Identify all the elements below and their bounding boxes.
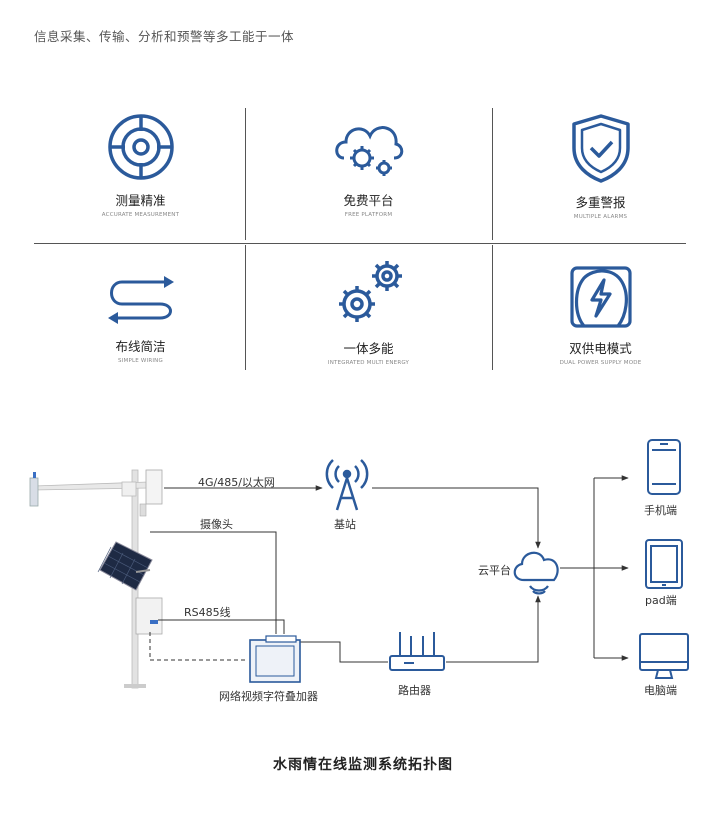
base-station-label: 基站 bbox=[334, 518, 356, 531]
topology-lines bbox=[29, 439, 689, 689]
topology-diagram: 4G/485/以太网 基站 摄像头 RS485线 网络视频字符叠加器 路由器 云… bbox=[0, 420, 726, 720]
target-icon bbox=[107, 114, 174, 180]
feature-title: 一体多能 bbox=[343, 341, 394, 356]
feature-platform: 免费平台 FREE PLATFORM bbox=[260, 112, 477, 218]
gears-icon bbox=[338, 261, 402, 322]
cloud-gears-icon bbox=[334, 126, 403, 176]
power-bolt-icon bbox=[569, 266, 632, 328]
cloud-label: 云平台 bbox=[478, 564, 511, 577]
feature-title: 免费平台 bbox=[343, 193, 394, 208]
grid-divider bbox=[245, 245, 246, 370]
feature-subtitle: FREE PLATFORM bbox=[344, 212, 393, 218]
camera-label: 摄像头 bbox=[200, 518, 233, 531]
feature-subtitle: MULTIPLE ALARMS bbox=[573, 214, 628, 220]
phone-label: 手机端 bbox=[644, 504, 677, 517]
diagram-caption: 水雨情在线监测系统拓扑图 bbox=[273, 757, 453, 773]
feature-subtitle: INTEGRATED MULTI ENERGY bbox=[327, 360, 410, 366]
feature-integrated: 一体多能 INTEGRATED MULTI ENERGY bbox=[260, 256, 477, 366]
grid-divider bbox=[245, 108, 246, 240]
grid-divider bbox=[492, 108, 493, 240]
monitoring-pole bbox=[29, 469, 163, 689]
pc-label: 电脑端 bbox=[644, 684, 677, 697]
link-4g-label: 4G/485/以太网 bbox=[198, 476, 275, 489]
pad-icon bbox=[645, 539, 683, 589]
shield-check-icon bbox=[571, 114, 630, 183]
base-station-icon bbox=[325, 459, 369, 511]
feature-dual-power: 双供电模式 DUAL POWER SUPPLY MODE bbox=[492, 264, 709, 366]
feature-grid: 测量精准 ACCURATE MEASUREMENT 免费平台 FREE PLAT… bbox=[34, 108, 686, 370]
overlay-label: 网络视频字符叠加器 bbox=[219, 690, 318, 703]
feature-title: 双供电模式 bbox=[569, 341, 632, 356]
rs485-label: RS485线 bbox=[184, 606, 231, 619]
router-label: 路由器 bbox=[398, 684, 431, 697]
feature-alarms: 多重警报 MULTIPLE ALARMS bbox=[492, 112, 709, 220]
wiring-arrows-icon bbox=[107, 276, 174, 324]
feature-subtitle: DUAL POWER SUPPLY MODE bbox=[559, 360, 642, 366]
feature-title: 多重警报 bbox=[575, 195, 626, 210]
grid-divider bbox=[492, 245, 493, 370]
overlay-device-icon bbox=[249, 635, 301, 683]
feature-subtitle: SIMPLE WIRING bbox=[118, 358, 163, 364]
pad-label: pad端 bbox=[645, 594, 677, 607]
pc-icon bbox=[639, 633, 689, 679]
grid-divider bbox=[34, 243, 686, 244]
feature-wiring: 布线简洁 SIMPLE WIRING bbox=[32, 268, 249, 364]
feature-title: 测量精准 bbox=[115, 193, 166, 208]
feature-subtitle: ACCURATE MEASUREMENT bbox=[101, 212, 180, 218]
cloud-icon bbox=[513, 551, 559, 595]
phone-icon bbox=[647, 439, 681, 495]
intro-text: 信息采集、传输、分析和预警等多工能于一体 bbox=[34, 29, 295, 44]
feature-title: 布线简洁 bbox=[115, 339, 166, 354]
router-icon bbox=[389, 632, 445, 671]
feature-accurate: 测量精准 ACCURATE MEASUREMENT bbox=[32, 112, 249, 218]
